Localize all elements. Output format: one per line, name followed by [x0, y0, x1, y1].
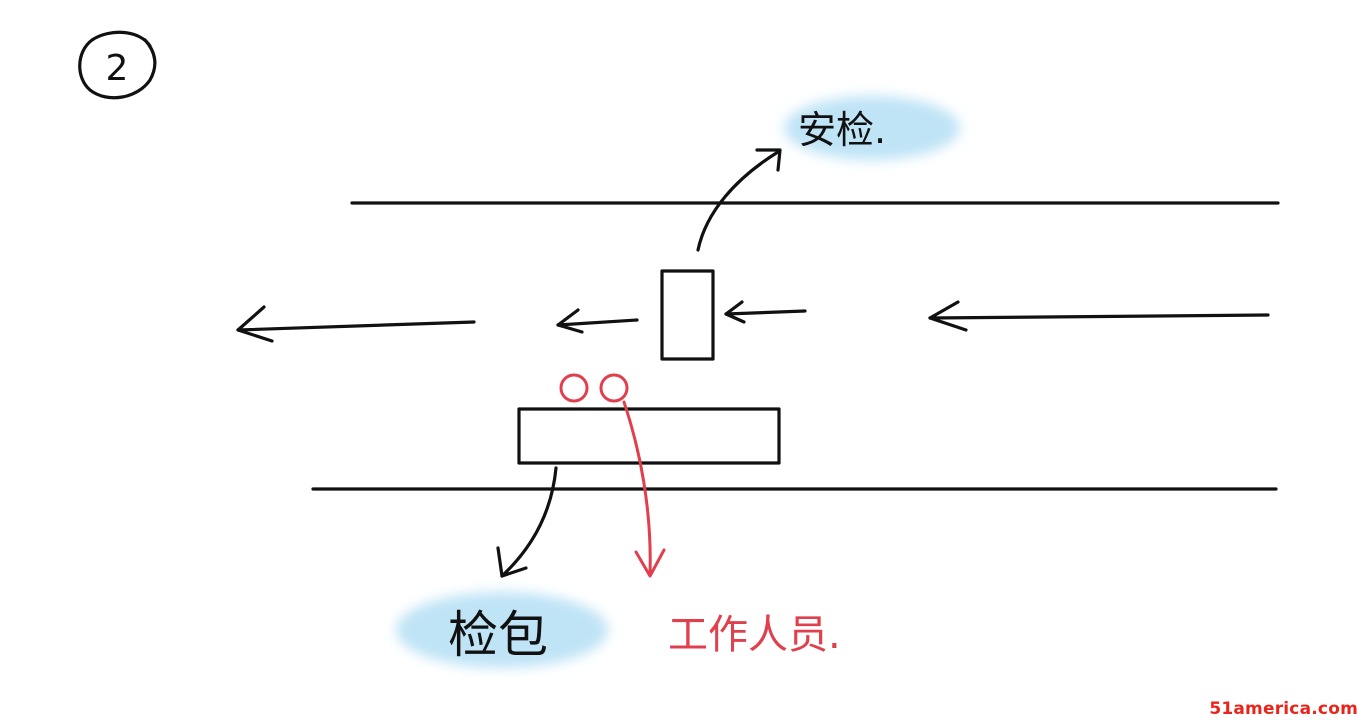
security-check-label-group: 安检. [784, 96, 960, 160]
security-scanner-gate [660, 269, 715, 361]
bag-check-label-group: 检包 [396, 592, 608, 668]
flow-arrow-into-scanner [724, 300, 807, 324]
bag-check-highlight [396, 592, 608, 668]
security-check-label: 安检. [798, 108, 886, 152]
step-number: 2 [106, 48, 129, 89]
flow-arrow-out-of-scanner [556, 308, 639, 334]
flow-arrow-entry [928, 300, 1270, 332]
staff-pointer [622, 400, 666, 578]
staff-member-marker [599, 373, 629, 403]
watermark: 51america.com [1209, 699, 1358, 719]
staff-member-marker [559, 373, 589, 403]
flow-arrow-exit [236, 305, 476, 343]
security-check-pointer [696, 148, 782, 252]
bag-check-table [517, 407, 781, 465]
bag-check-pointer [496, 466, 558, 578]
bag-check-label: 检包 [448, 606, 548, 664]
security-check-highlight [784, 96, 960, 160]
staff-label: 工作人员. [668, 612, 841, 658]
step-number-badge: 2 [78, 30, 157, 100]
